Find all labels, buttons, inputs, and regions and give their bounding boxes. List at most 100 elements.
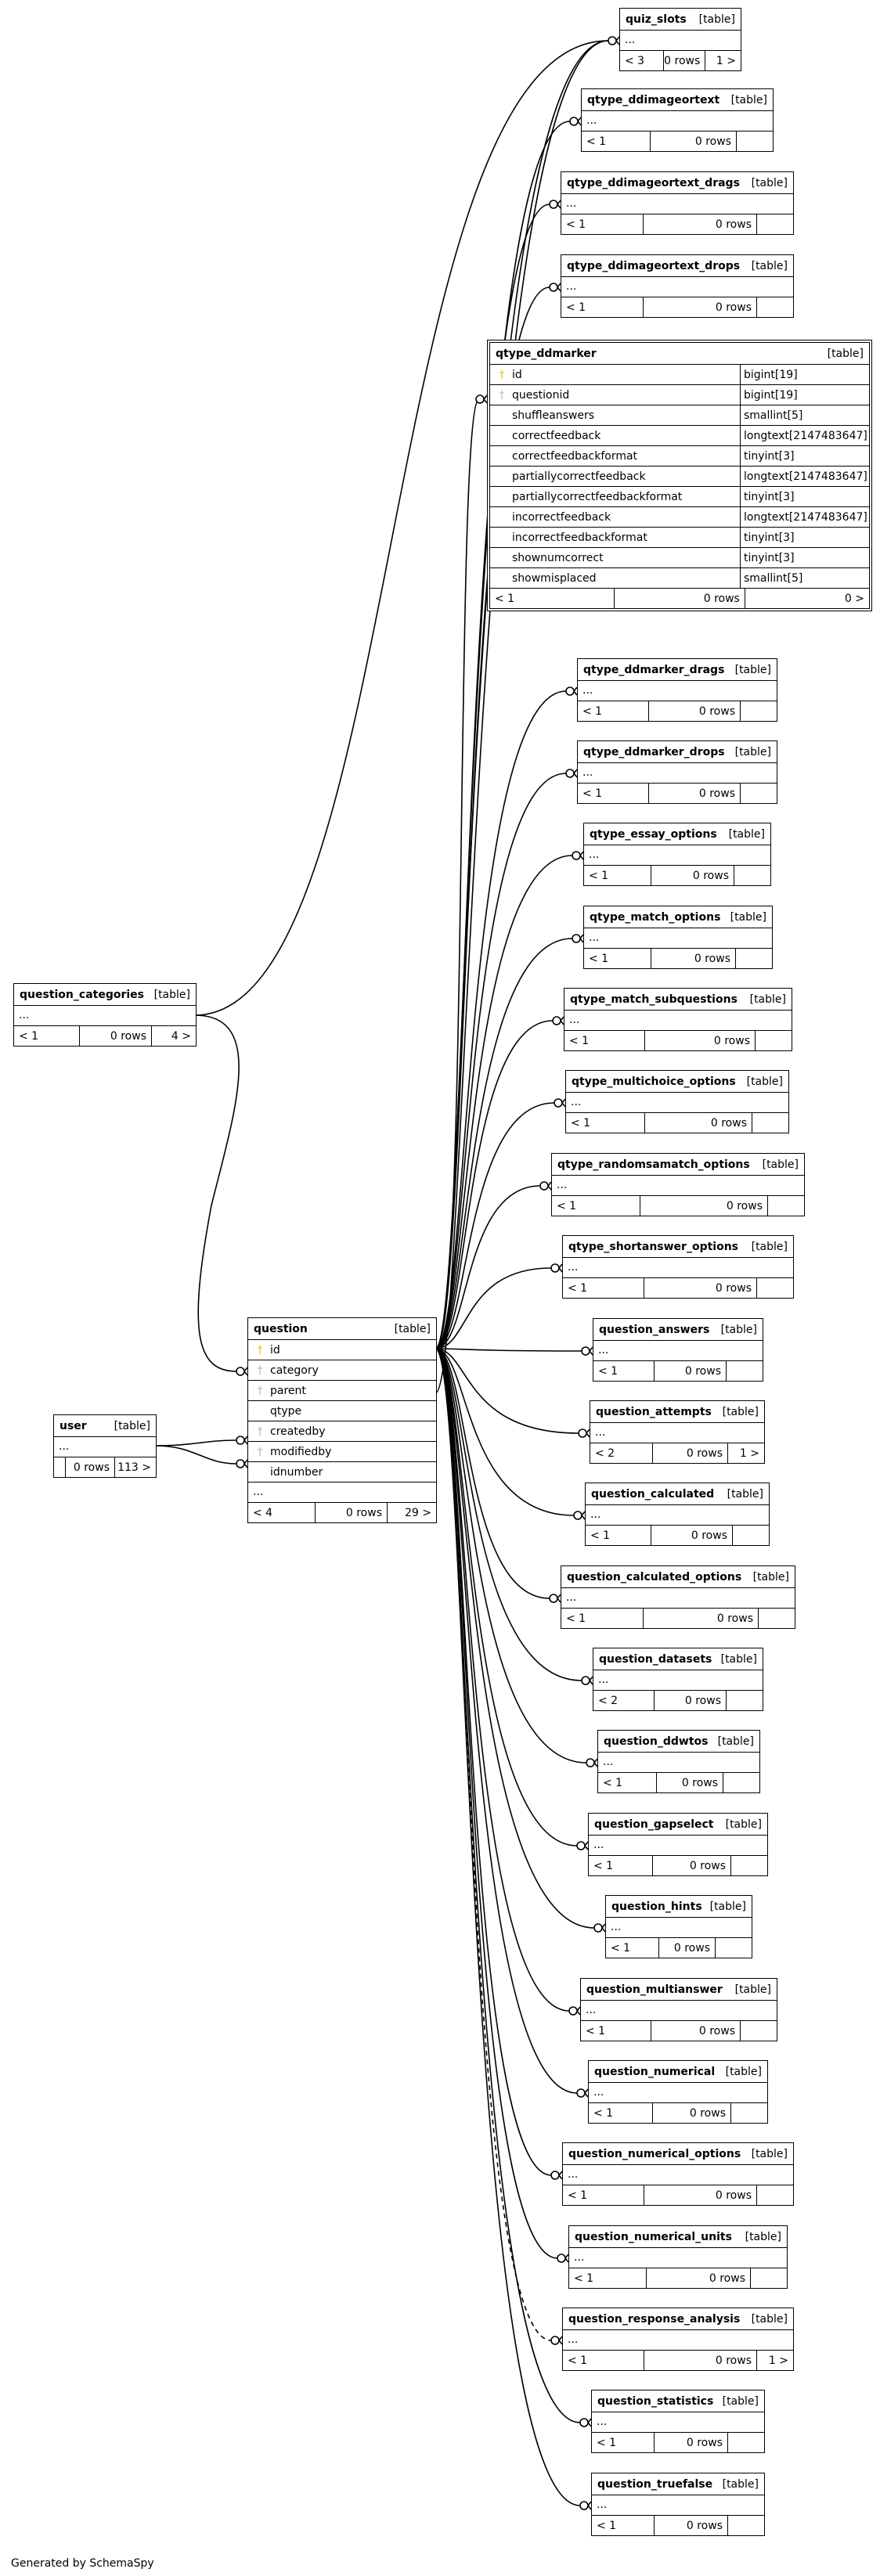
parent-count[interactable]: < 2 <box>595 1447 615 1460</box>
child-count[interactable] <box>736 949 772 968</box>
child-count[interactable] <box>741 2021 777 2041</box>
parent-count[interactable]: < 1 <box>593 1859 614 1872</box>
parent-count[interactable]: < 1 <box>19 1029 39 1043</box>
parent-count[interactable]: < 4 <box>253 1506 273 1519</box>
child-count[interactable] <box>757 1278 793 1298</box>
child-count[interactable] <box>757 297 793 317</box>
table-qtype-randomsamatch-options[interactable]: qtype_randomsamatch_options[table]...< 1… <box>551 1153 805 1216</box>
table-question-calculated-options[interactable]: question_calculated_options[table]...< 1… <box>561 1565 795 1629</box>
child-count[interactable] <box>731 1856 767 1875</box>
table-footer: < 1 0 rows 0 > <box>490 589 869 608</box>
parent-count[interactable]: < 2 <box>598 1694 619 1707</box>
parent-count[interactable]: < 1 <box>566 301 586 314</box>
parent-count[interactable]: < 1 <box>593 2106 614 2120</box>
parent-count[interactable]: < 1 <box>569 1034 590 1047</box>
child-count[interactable]: 4 > <box>171 1029 191 1043</box>
parent-count[interactable]: < 1 <box>582 787 603 800</box>
column-name: partiallycorrectfeedbackformat <box>512 490 683 503</box>
parent-count[interactable]: < 1 <box>566 1612 586 1625</box>
child-count[interactable]: 1 > <box>739 1447 759 1460</box>
child-count[interactable] <box>751 2268 787 2288</box>
child-count[interactable] <box>727 1691 763 1710</box>
child-count[interactable] <box>727 1361 763 1381</box>
child-count[interactable] <box>757 2185 793 2205</box>
child-count[interactable]: 1 > <box>716 54 736 67</box>
parent-count[interactable]: < 1 <box>586 135 607 148</box>
parent-count[interactable]: < 1 <box>568 2189 588 2202</box>
parent-count[interactable]: < 1 <box>597 2436 617 2449</box>
child-count[interactable] <box>756 1031 792 1050</box>
parent-count[interactable]: < 1 <box>574 2272 594 2285</box>
child-count[interactable] <box>741 701 777 721</box>
child-count[interactable] <box>728 2516 764 2535</box>
parent-count[interactable]: < 1 <box>590 1529 611 1542</box>
parent-count[interactable]: < 1 <box>571 1116 591 1129</box>
child-count[interactable]: 29 > <box>405 1506 431 1519</box>
parent-count[interactable]: < 1 <box>603 1776 623 1789</box>
child-count[interactable] <box>734 866 770 885</box>
parent-count[interactable]: < 1 <box>566 218 586 231</box>
parent-count[interactable]: < 1 <box>495 592 515 605</box>
child-count[interactable] <box>757 214 793 234</box>
parent-count[interactable]: < 1 <box>586 2024 606 2037</box>
child-count[interactable] <box>768 1196 804 1216</box>
child-count[interactable]: 1 > <box>768 2354 788 2367</box>
parent-count[interactable]: < 1 <box>598 1364 619 1378</box>
child-count[interactable] <box>731 2103 767 2123</box>
table-user[interactable]: user [table] ... 0 rows 113 > <box>53 1414 157 1478</box>
table-question[interactable]: question [table] †id †category †parent q… <box>247 1317 437 1523</box>
child-count[interactable] <box>723 1773 759 1792</box>
row-count: 0 rows <box>651 949 736 968</box>
child-count[interactable]: 113 > <box>117 1461 151 1474</box>
parent-count[interactable]: < 1 <box>589 869 609 882</box>
table-header: question_categories [table] <box>14 984 196 1006</box>
relationship-line <box>435 1348 581 2506</box>
child-count[interactable] <box>752 1113 788 1133</box>
child-count[interactable] <box>759 1609 795 1628</box>
child-count[interactable] <box>728 2433 764 2452</box>
parent-count[interactable]: < 1 <box>611 1941 631 1955</box>
child-count[interactable] <box>737 132 773 151</box>
parent-count[interactable]: < 1 <box>589 952 609 965</box>
table-question-categories[interactable]: question_categories [table] ... < 1 0 ro… <box>13 983 197 1047</box>
child-count[interactable] <box>733 1526 769 1545</box>
parent-count[interactable]: < 3 <box>625 54 645 67</box>
parent-count[interactable]: < 1 <box>568 1281 588 1295</box>
parent-count[interactable]: < 1 <box>557 1199 577 1212</box>
child-count[interactable]: 0 > <box>844 592 864 605</box>
parent-count[interactable]: < 1 <box>597 2519 617 2532</box>
parent-count[interactable]: < 1 <box>582 704 603 718</box>
child-count[interactable] <box>741 784 777 803</box>
child-count[interactable] <box>716 1938 752 1958</box>
crow-foot-mark <box>587 2418 592 2427</box>
table-name: qtype_essay_options <box>590 828 717 841</box>
parent-count[interactable]: < 1 <box>568 2354 588 2367</box>
